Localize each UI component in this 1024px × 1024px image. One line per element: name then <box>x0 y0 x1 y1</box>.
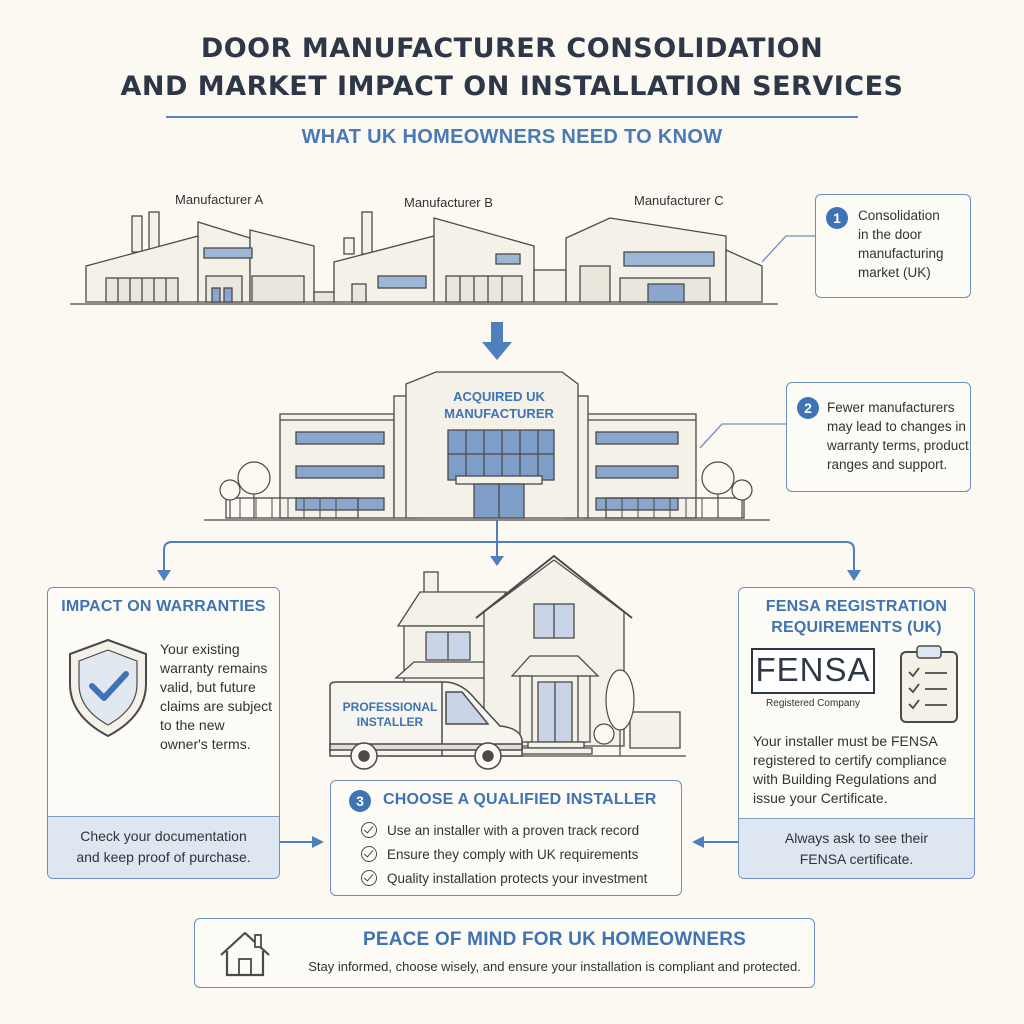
check-circle-icon <box>361 846 377 862</box>
fensa-body-line: with Building Regulations and <box>753 771 937 787</box>
check-circle-icon <box>361 870 377 886</box>
acquired-manufacturer-sign: ACQUIRED UK MANUFACTURER <box>404 388 594 422</box>
warranties-body-line: Your existing <box>160 641 240 657</box>
manufacturer-a-label: Manufacturer A <box>175 192 264 207</box>
warranties-body-line: to the new <box>160 717 225 733</box>
fensa-heading-line-1: FENSA REGISTRATION <box>765 598 948 615</box>
callout-consolidation: 1 Consolidation in the door manufacturin… <box>815 194 971 298</box>
callout-1-line: manufacturing <box>858 246 944 261</box>
peace-of-mind-heading: PEACE OF MIND FOR UK HOMEOWNERS <box>362 929 747 950</box>
warranties-footer-line: and keep proof of purchase. <box>76 849 251 865</box>
van-signage: PROFESSIONAL INSTALLER <box>338 700 442 730</box>
step-number-3: 3 <box>349 790 371 812</box>
subtitle: WHAT UK HOMEOWNERS NEED TO KNOW <box>301 126 723 148</box>
title-line-2: AND MARKET IMPACT ON INSTALLATION SERVIC… <box>120 71 904 102</box>
step-number-1: 1 <box>826 207 848 229</box>
checklist-item-text: Ensure they comply with UK requirements <box>387 847 639 862</box>
manufacturer-b-label: Manufacturer B <box>404 195 493 210</box>
fensa-footer: Always ask to see their FENSA certificat… <box>739 818 974 878</box>
fensa-heading-line-2: REQUIREMENTS (UK) <box>771 619 942 636</box>
van-signage-line-2: INSTALLER <box>356 715 424 729</box>
callout-2-line: ranges and support. <box>827 457 948 472</box>
title-line-1: DOOR MANUFACTURER CONSOLIDATION <box>200 33 824 64</box>
warranties-body-line: valid, but future <box>160 679 256 695</box>
callout-2-line: Fewer manufacturers <box>827 400 955 415</box>
shield-check-icon <box>69 638 147 738</box>
choose-installer-panel: 3 CHOOSE A QUALIFIED INSTALLER Use an in… <box>330 780 682 896</box>
van-signage-line-1: PROFESSIONAL <box>342 700 438 714</box>
fensa-heading: FENSA REGISTRATION REQUIREMENTS (UK) <box>739 596 974 638</box>
callout-2-line: may lead to changes in <box>827 419 966 434</box>
step-number-2: 2 <box>797 397 819 419</box>
house-icon <box>220 931 270 977</box>
warranties-footer-line: Check your documentation <box>80 828 247 844</box>
checklist-item-text: Quality installation protects your inves… <box>387 871 648 886</box>
checklist-item: Use an installer with a proven track rec… <box>361 819 647 843</box>
callout-1-line: in the door <box>858 227 922 242</box>
title-divider <box>166 116 858 118</box>
callout-2-line: warranty terms, product <box>827 438 969 453</box>
check-circle-icon <box>361 822 377 838</box>
warranties-footer: Check your documentation and keep proof … <box>48 816 279 878</box>
acquired-sign-line-1: ACQUIRED UK <box>453 389 545 404</box>
warranties-heading: IMPACT ON WARRANTIES <box>61 598 266 615</box>
fensa-logo-caption: Registered Company <box>766 698 860 709</box>
warranties-body-line: owner's terms. <box>160 736 251 752</box>
manufacturer-c-label: Manufacturer C <box>634 193 724 208</box>
peace-of-mind-body: Stay informed, choose wisely, and ensure… <box>308 959 801 974</box>
checklist-item: Quality installation protects your inves… <box>361 867 647 891</box>
fensa-footer-line: Always ask to see their <box>784 830 929 846</box>
acquired-sign-line-2: MANUFACTURER <box>444 406 554 421</box>
callout-1-line: market (UK) <box>858 265 931 280</box>
warranties-body-line: warranty remains <box>160 660 268 676</box>
checklist-item: Ensure they comply with UK requirements <box>361 843 647 867</box>
warranties-panel: IMPACT ON WARRANTIES Your existing warra… <box>47 587 280 879</box>
callout-1-line: Consolidation <box>858 208 940 223</box>
callout-fewer-manufacturers: 2 Fewer manufacturers may lead to change… <box>786 382 971 492</box>
clipboard-checklist-icon <box>900 645 958 723</box>
fensa-body-line: registered to certify compliance <box>753 752 947 768</box>
fensa-body-line: issue your Certificate. <box>753 790 888 806</box>
fensa-body-line: Your installer must be FENSA <box>753 733 938 749</box>
fensa-logo: FENSA <box>751 648 875 694</box>
choose-installer-heading: CHOOSE A QUALIFIED INSTALLER <box>383 791 657 808</box>
peace-of-mind-banner: PEACE OF MIND FOR UK HOMEOWNERS Stay inf… <box>194 918 815 988</box>
fensa-footer-line: FENSA certificate. <box>799 851 914 867</box>
fensa-panel: FENSA REGISTRATION REQUIREMENTS (UK) FEN… <box>738 587 975 879</box>
warranties-body-line: claims are subject <box>160 698 273 714</box>
checklist-item-text: Use an installer with a proven track rec… <box>387 823 640 838</box>
